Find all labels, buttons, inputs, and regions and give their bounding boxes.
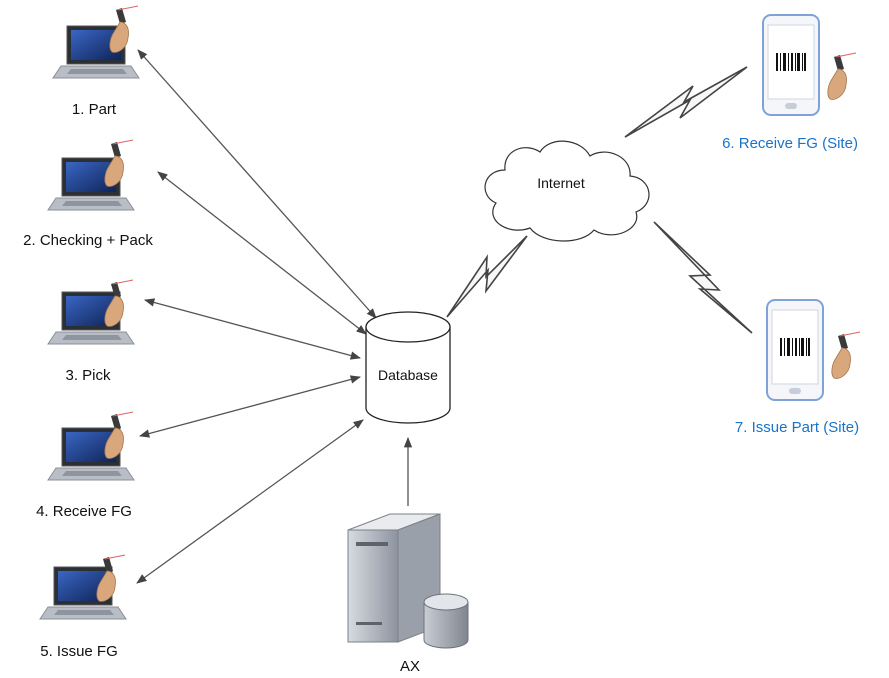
station-label-5: 5. Issue FG bbox=[40, 643, 118, 660]
laptop-icon-5 bbox=[39, 554, 127, 620]
database-cylinder bbox=[365, 311, 451, 424]
station-label-2: 2. Checking + Pack bbox=[23, 232, 153, 249]
lightning-bolt-db-internet bbox=[446, 235, 528, 318]
internet-cloud bbox=[484, 140, 650, 242]
station-label-1: 1. Part bbox=[71, 101, 117, 118]
site-label-6: 6. Receive FG (Site) bbox=[722, 135, 858, 152]
laptop-icon-4 bbox=[47, 411, 135, 481]
laptop-icon-1 bbox=[52, 5, 140, 79]
internet-label: Internet bbox=[537, 175, 585, 191]
site-label-7: 7. Issue Part (Site) bbox=[734, 419, 860, 436]
phone-icon-7 bbox=[766, 299, 861, 401]
wireless-links bbox=[446, 66, 753, 334]
lightning-bolt-internet-site6 bbox=[624, 66, 748, 138]
arrow-issuefg-db bbox=[136, 419, 364, 584]
arrow-receivefg-db bbox=[138, 375, 362, 438]
phone-icon-6 bbox=[762, 14, 857, 116]
arrow-checking-db bbox=[157, 171, 367, 335]
laptop-icon-3 bbox=[47, 279, 135, 345]
arrow-pick-db bbox=[143, 298, 362, 360]
laptop-icon-2 bbox=[47, 139, 135, 211]
station-label-3: 3. Pick bbox=[65, 367, 111, 384]
ax-server-icon bbox=[347, 513, 469, 649]
lightning-bolt-internet-site7 bbox=[653, 221, 753, 334]
connection-arrows bbox=[136, 49, 413, 584]
database-label: Database bbox=[378, 367, 438, 383]
ax-label: AX bbox=[399, 658, 421, 675]
station-label-4: 4. Receive FG bbox=[36, 503, 132, 520]
